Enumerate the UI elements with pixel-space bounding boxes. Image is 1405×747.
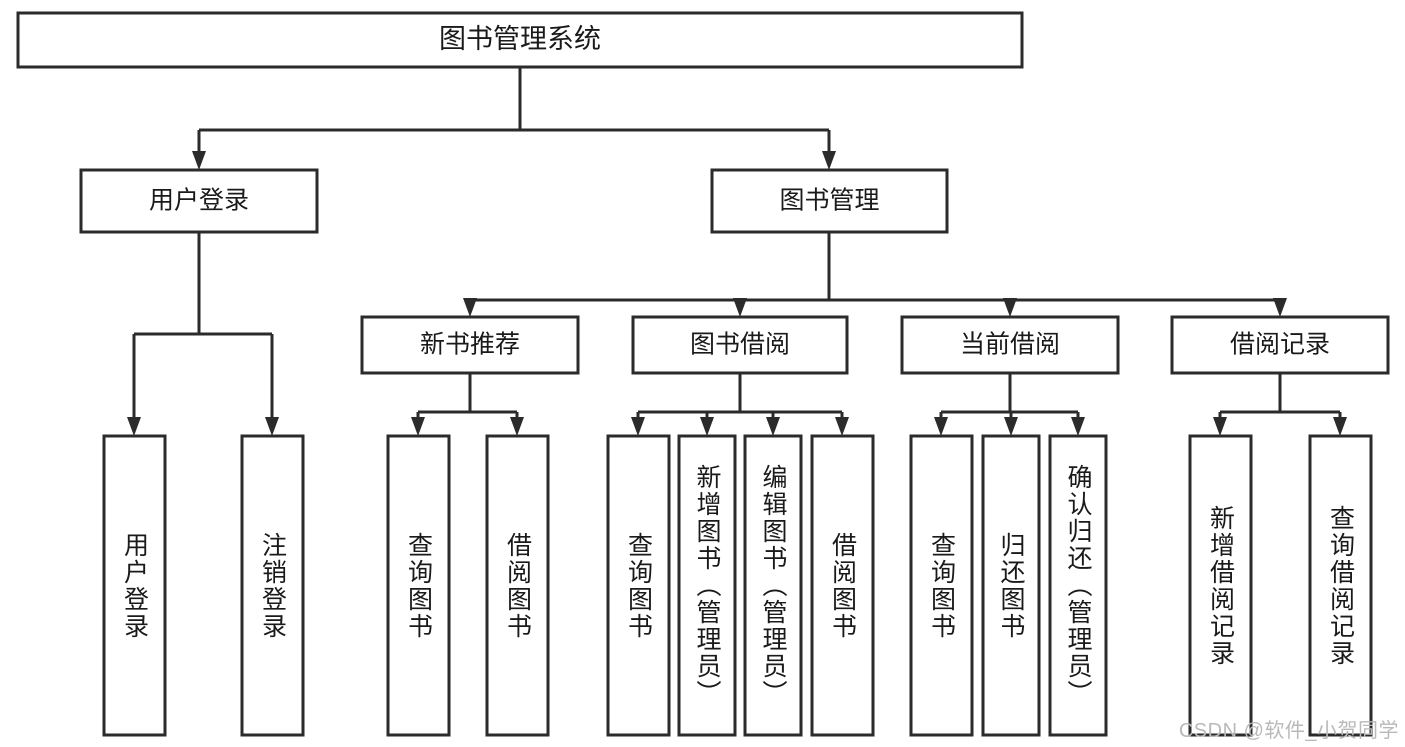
leaf-node-1[interactable] [240,434,305,737]
leaf-node-8[interactable] [909,434,974,737]
leaf-node-4[interactable] [606,434,671,737]
level3-node-label-2: 当前借阅 [960,331,1060,359]
leaf-node-6[interactable] [743,434,803,737]
leaf-node-12[interactable] [1308,434,1373,737]
connector-root-to-level2 [192,67,836,170]
leaf-node-7[interactable] [810,434,875,737]
connector-book-mgmt-to-level3 [463,232,1287,317]
level3-node-2[interactable] [900,315,1120,375]
level3-node-label-1: 图书借阅 [690,331,790,359]
box-layer [16,11,1390,737]
connector-borrow-record-to-leaves [1213,373,1347,436]
leaf-node-3[interactable] [485,434,550,737]
connector-current-borrow-to-leaves [934,373,1085,436]
leaf-node-5[interactable] [677,434,737,737]
leaf-node-10[interactable] [1048,434,1108,737]
level2-node-label-0: 用户登录 [149,187,249,215]
leaf-node-0[interactable] [102,434,167,737]
level2-node-label-1: 图书管理 [779,187,879,215]
csdn-watermark: CSDN @软件_小贺同学 [1178,720,1399,742]
level2-node-1[interactable] [710,168,949,234]
connector-borrow-to-leaves [631,373,849,436]
level3-node-0[interactable] [360,315,580,375]
leaf-node-11[interactable] [1188,434,1253,737]
level3-node-3[interactable] [1170,315,1390,375]
root-node-label: 图书管理系统 [439,24,601,54]
leaf-node-2[interactable] [386,434,451,737]
root-node[interactable] [16,11,1024,69]
connector-layer [127,67,1347,436]
level3-node-1[interactable] [631,315,849,375]
connector-new-book-to-leaves [411,373,524,436]
connector-user-login-to-leaves [127,232,279,436]
level3-node-label-0: 新书推荐 [420,331,520,359]
level3-node-label-3: 借阅记录 [1230,331,1330,359]
leaf-node-9[interactable] [981,434,1041,737]
level2-node-0[interactable] [79,168,319,234]
